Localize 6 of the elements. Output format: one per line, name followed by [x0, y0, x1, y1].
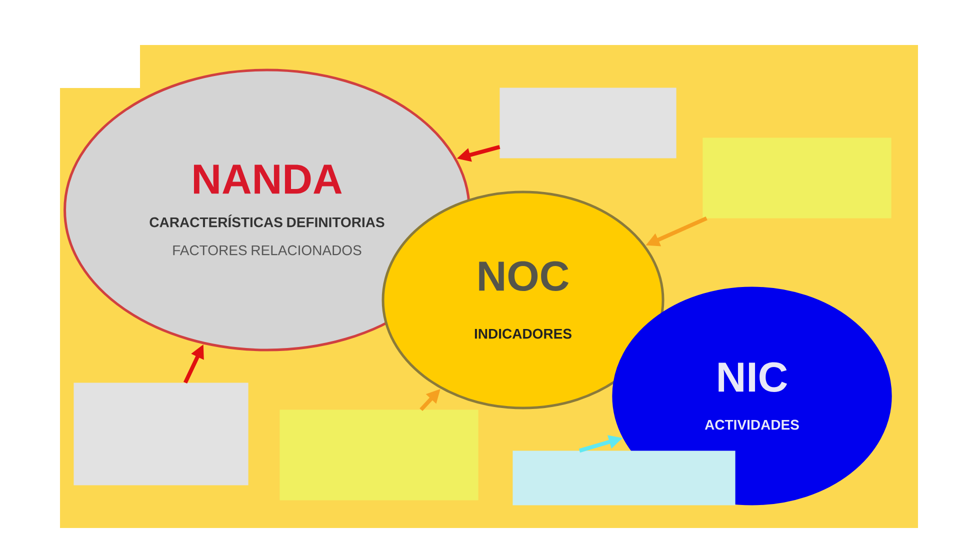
text-box — [500, 88, 676, 158]
text-box — [74, 382, 248, 486]
text-box — [280, 410, 478, 500]
text-box — [702, 138, 892, 218]
text-box — [512, 450, 736, 506]
ellipse-node: NANDA CARACTERÍSTICAS DEFINITORIAS FACTORES RELACIONADOS — [64, 68, 470, 352]
